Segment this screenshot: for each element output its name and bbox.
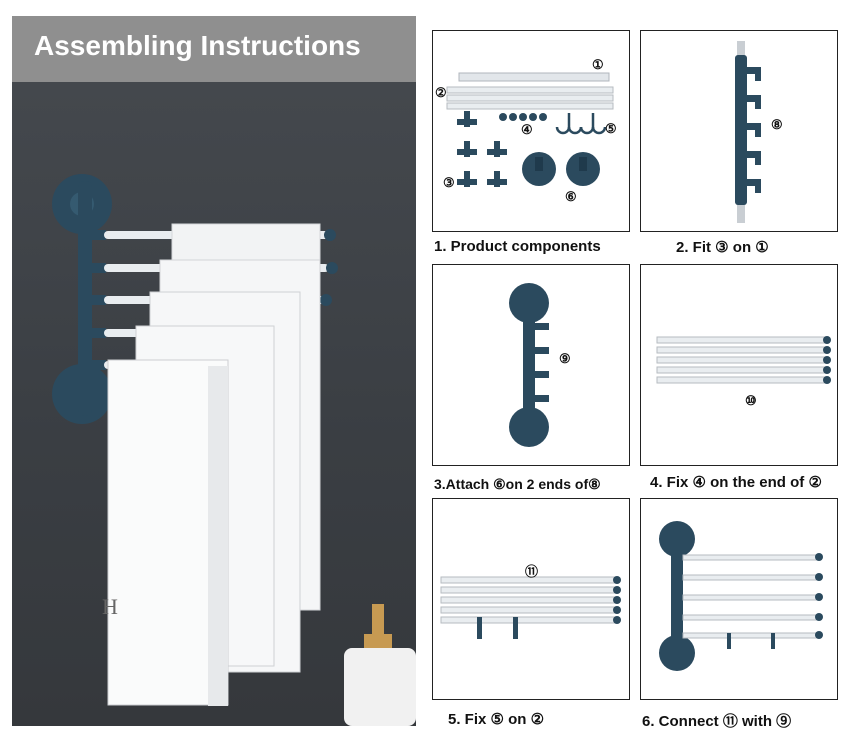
page-title: Assembling Instructions (34, 30, 361, 61)
svg-text:H: H (102, 594, 118, 619)
bars-with-caps-icon (656, 336, 831, 384)
marker-2: ② (435, 85, 447, 100)
marker-11: ⑪ (525, 564, 539, 579)
step-1-caption: 1. Product components (434, 238, 601, 255)
marker-1: ① (592, 57, 604, 72)
marker-6: ⑥ (565, 189, 577, 204)
step-3-panel: ⑨ (432, 264, 630, 466)
towels-illustration: H (102, 223, 321, 706)
step-3-caption: 3.Attach ⑥on 2 ends of⑧ (434, 476, 601, 492)
step-2-panel: ⑧ (640, 30, 838, 232)
step-4-panel: ⑩ (640, 264, 838, 466)
step-5-panel: ⑪ (432, 498, 630, 700)
marker-10: ⑩ (745, 393, 757, 408)
marker-8: ⑧ (771, 117, 783, 132)
step-2-caption: 2. Fit ③ on ① (676, 239, 769, 256)
bars-with-hooks-icon (440, 576, 621, 639)
suction-cups-icon (522, 152, 600, 186)
bar-caps-icon (499, 113, 547, 121)
vertical-rack-icon (735, 41, 761, 223)
marker-4: ④ (521, 122, 533, 137)
marker-9: ⑨ (559, 351, 571, 366)
marker-5: ⑤ (605, 121, 617, 136)
product-photo: H Assembling Instructions (12, 16, 416, 726)
soap-dispenser-illustration (344, 604, 416, 726)
step-6-panel (640, 498, 838, 700)
bars-icon (446, 86, 614, 110)
rack-bar-icon (458, 72, 610, 82)
step-5-caption: 5. Fix ⑤ on ② (448, 711, 545, 728)
step-1-panel: ① ② ③ ④ ⑤ ⑥ (432, 30, 630, 232)
hooks-icon (555, 113, 607, 135)
rack-with-suction-icon (509, 283, 549, 447)
marker-3: ③ (443, 175, 455, 190)
step-4-caption: 4. Fix ④ on the end of ② (650, 474, 822, 491)
title-banner: Assembling Instructions (12, 16, 416, 82)
step-6-caption: 6. Connect ⑪ with ⑨ (642, 713, 792, 730)
assembled-rack-icon (659, 521, 823, 671)
connectors-icon (457, 111, 507, 187)
